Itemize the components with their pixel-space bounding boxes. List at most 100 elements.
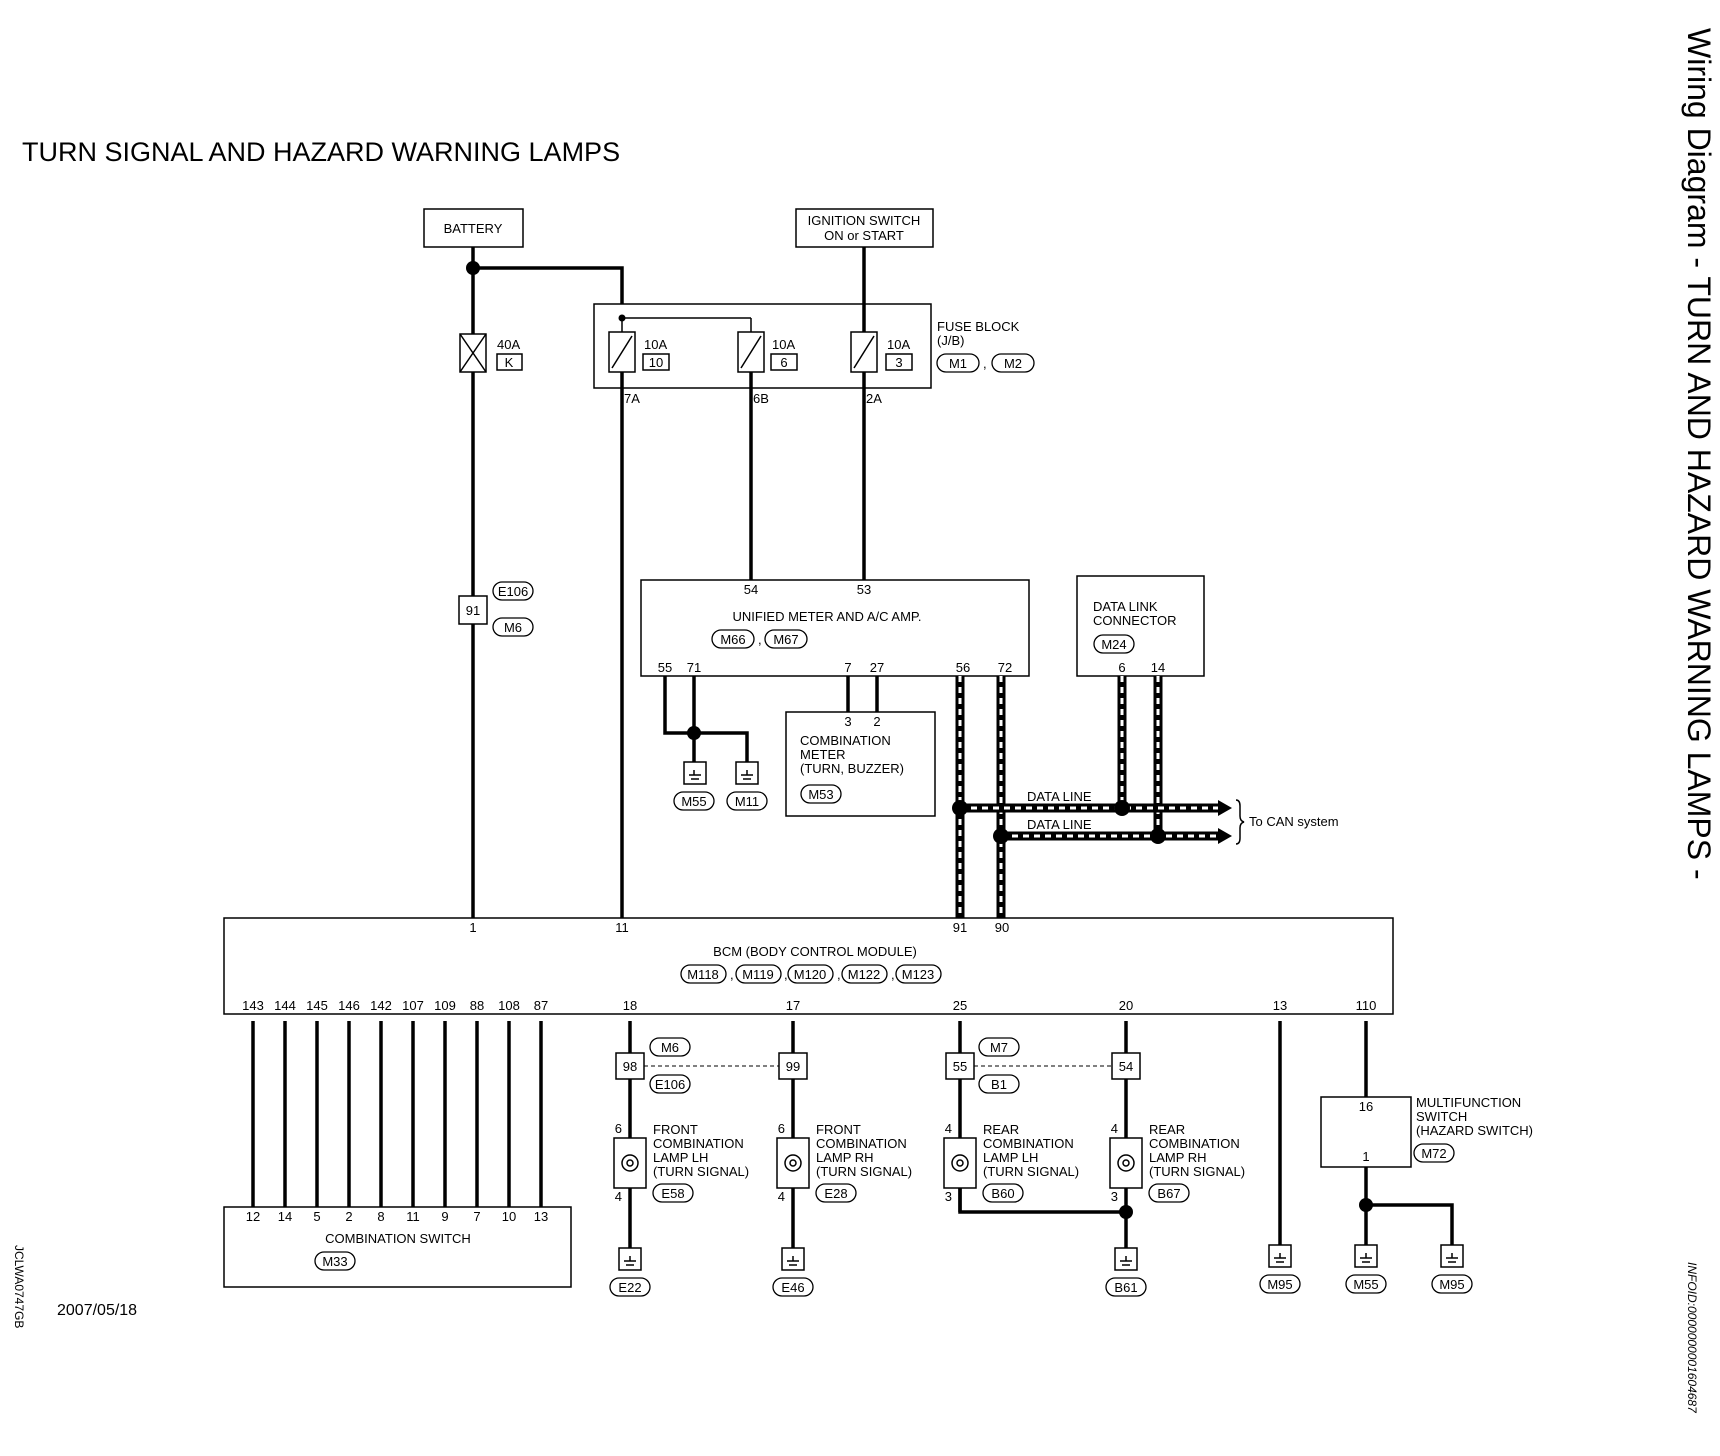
pin-label: 109 — [434, 998, 456, 1013]
data-link-connector: DATA LINK CONNECTOR M24 6 14 — [1076, 575, 1205, 677]
ground-label: M55 — [681, 794, 706, 809]
pin-label: 98 — [623, 1059, 637, 1074]
connector-id: B60 — [991, 1186, 1014, 1201]
ground-label: M55 — [1353, 1277, 1378, 1292]
fusible-link-40a: 40A K — [459, 333, 523, 373]
rear-combination-lamp-rh: 4 3 REAR COMBINATION LAMP RH (TURN SIGNA… — [1109, 1121, 1245, 1204]
rear-combination-lamp-lh: 4 3 REAR COMBINATION LAMP LH (TURN SIGNA… — [943, 1121, 1079, 1204]
pin-label: 2 — [873, 714, 880, 729]
connector-id: M119 — [742, 967, 774, 982]
terminal-label: 6B — [753, 391, 769, 406]
meter-label: UNIFIED METER AND A/C AMP. — [732, 609, 921, 624]
connector-id: M6 — [504, 620, 522, 635]
pin-label: 20 — [1119, 998, 1133, 1013]
lamp-label: REAR — [983, 1122, 1019, 1137]
fuse-10a-6: 10A 6 6B — [737, 331, 798, 406]
pin-label: 142 — [370, 998, 392, 1013]
figure-code: JCLWA0747GB — [12, 1245, 26, 1328]
switch-label: (HAZARD SWITCH) — [1416, 1123, 1533, 1138]
lamp-label: FRONT — [816, 1122, 861, 1137]
battery-label: BATTERY — [444, 221, 503, 236]
ignition-label-2: ON or START — [824, 228, 904, 243]
pin-label: 18 — [623, 998, 637, 1013]
pin-label: 91 — [953, 920, 967, 935]
terminal-label: 7A — [624, 391, 640, 406]
ground-label: M95 — [1439, 1277, 1464, 1292]
pin-label: 143 — [242, 998, 264, 1013]
can-system-label: To CAN system — [1249, 814, 1339, 829]
pin-label: 146 — [338, 998, 360, 1013]
pin-label: 3 — [1111, 1189, 1118, 1204]
pin-label: 72 — [998, 660, 1012, 675]
pin-label: 7 — [473, 1209, 480, 1224]
ground-m55-switch: M55 — [1345, 1244, 1387, 1294]
lamp-label: COMBINATION — [1149, 1136, 1240, 1151]
pin-label: 145 — [306, 998, 328, 1013]
ground-m55: M55 — [673, 761, 715, 811]
pin-label: 1 — [1362, 1149, 1369, 1164]
connector-id: M53 — [808, 787, 833, 802]
lamp-label: (TURN SIGNAL) — [983, 1164, 1079, 1179]
ignition-switch: IGNITION SWITCH ON or START — [795, 208, 934, 248]
svg-text:,: , — [758, 632, 762, 647]
connector-id: M118 — [687, 967, 719, 982]
svg-text:,: , — [837, 967, 841, 982]
pin-label: 3 — [844, 714, 851, 729]
ignition-label-1: IGNITION SWITCH — [808, 213, 921, 228]
ground-m11: M11 — [726, 761, 768, 811]
bcm: 1 11 91 90 BCM (BODY CONTROL MODULE) M11… — [223, 917, 1394, 1015]
ground-label: E22 — [618, 1280, 641, 1295]
svg-text:,: , — [891, 967, 895, 982]
fuse-10a-10: 10A 10 7A — [608, 331, 670, 406]
dlc-label: DATA LINK — [1093, 599, 1158, 614]
svg-text:,: , — [730, 967, 734, 982]
unified-meter-ac-amp: 54 53 UNIFIED METER AND A/C AMP. M66 , M… — [640, 579, 1030, 677]
pin-label: 25 — [953, 998, 967, 1013]
terminal-label: 2A — [866, 391, 882, 406]
connector-id: M66 — [720, 632, 745, 647]
lamp-label: LAMP RH — [816, 1150, 874, 1165]
connector-91: 91 E106 M6 — [458, 581, 534, 637]
joint-connector-rear: 55 54 M7 B1 — [945, 1037, 1141, 1094]
pin-label: 87 — [534, 998, 548, 1013]
connector-id: E106 — [498, 584, 528, 599]
fuse-amp: 10A — [887, 337, 910, 352]
ground-label: M95 — [1267, 1277, 1292, 1292]
data-line-label: DATA LINE — [1027, 789, 1092, 804]
pin-label: 4 — [778, 1189, 785, 1204]
fuse-letter: K — [505, 355, 514, 370]
fuse-number: 6 — [780, 355, 787, 370]
connector-id: B1 — [991, 1077, 1007, 1092]
pin-label: 17 — [786, 998, 800, 1013]
combination-meter-label: METER — [800, 747, 846, 762]
fuse-amp: 10A — [772, 337, 795, 352]
pin-label: 13 — [1273, 998, 1287, 1013]
battery: BATTERY — [423, 208, 524, 248]
pin-label: 11 — [615, 920, 629, 935]
lamp-label: LAMP LH — [983, 1150, 1038, 1165]
pin-label: 8 — [377, 1209, 384, 1224]
lamp-label: (TURN SIGNAL) — [1149, 1164, 1245, 1179]
connector-id: M122 — [848, 967, 881, 982]
connector-id: M24 — [1101, 637, 1126, 652]
pin-label: 14 — [1151, 660, 1165, 675]
lamp-label: LAMP LH — [653, 1150, 708, 1165]
connector-id: M67 — [773, 632, 798, 647]
dlc-label: CONNECTOR — [1093, 613, 1177, 628]
page-title: TURN SIGNAL AND HAZARD WARNING LAMPS — [22, 137, 620, 167]
ground-label: B61 — [1114, 1280, 1137, 1295]
pin-label: 6 — [615, 1121, 622, 1136]
connector-id: M1 — [949, 356, 967, 371]
pin-label: 4 — [945, 1121, 952, 1136]
pin-label: 88 — [470, 998, 484, 1013]
can-data-lines: DATA LINE DATA LINE To CAN system — [952, 676, 1339, 918]
svg-text:,: , — [983, 356, 987, 371]
pin-label: 110 — [1356, 998, 1377, 1013]
fuse-amp: 10A — [644, 337, 667, 352]
pin-label: 107 — [402, 998, 424, 1013]
connector-id: M120 — [794, 967, 827, 982]
joint-connector-front: 98 99 M6 E106 — [615, 1037, 808, 1094]
pin-label: 99 — [786, 1059, 800, 1074]
pin-label: 10 — [502, 1209, 516, 1224]
lamp-label: FRONT — [653, 1122, 698, 1137]
